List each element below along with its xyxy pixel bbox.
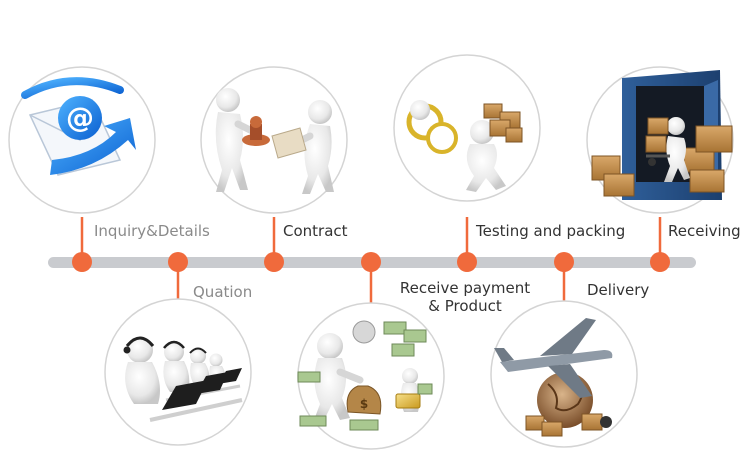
label-quotation: Quation: [193, 283, 253, 301]
node-delivery: [554, 252, 574, 272]
illustration-testing: [393, 54, 541, 202]
node-contract: [264, 252, 284, 272]
label-delivery: Delivery: [587, 281, 650, 299]
label-receiving: Receiving: [668, 222, 741, 240]
svg-text:@: @: [66, 101, 94, 134]
money-bag-illustration: $: [297, 320, 433, 431]
label-payment-line-2: & Product: [428, 297, 502, 315]
container-unloading-illustration: [591, 70, 733, 200]
node-quotation: [168, 252, 188, 272]
illustration-quotation: [104, 298, 252, 446]
svg-text:$: $: [360, 397, 368, 411]
node-inquiry: [72, 252, 92, 272]
call-center-illustration: [123, 336, 243, 422]
illustration-delivery: [490, 300, 638, 448]
label-inquiry: Inquiry&Details: [94, 222, 210, 240]
node-testing: [457, 252, 477, 272]
airplane-globe-illustration: [494, 318, 613, 437]
illustration-inquiry: @: [8, 66, 156, 214]
illustration-payment: $: [297, 302, 445, 450]
illustration-receiving: [586, 66, 734, 214]
label-testing: Testing and packing: [476, 222, 626, 240]
illustration-contract: [200, 66, 348, 214]
label-payment: Receive payment & Product: [388, 279, 542, 315]
handshake-stamp-illustration: [215, 88, 334, 194]
node-payment: [361, 252, 381, 272]
node-receiving: [650, 252, 670, 272]
magnifier-boxes-illustration: [399, 100, 523, 192]
label-contract: Contract: [283, 222, 348, 240]
email-icon: @: [21, 77, 136, 176]
label-payment-line-1: Receive payment: [399, 279, 531, 297]
timeline-nodes: [72, 252, 670, 272]
